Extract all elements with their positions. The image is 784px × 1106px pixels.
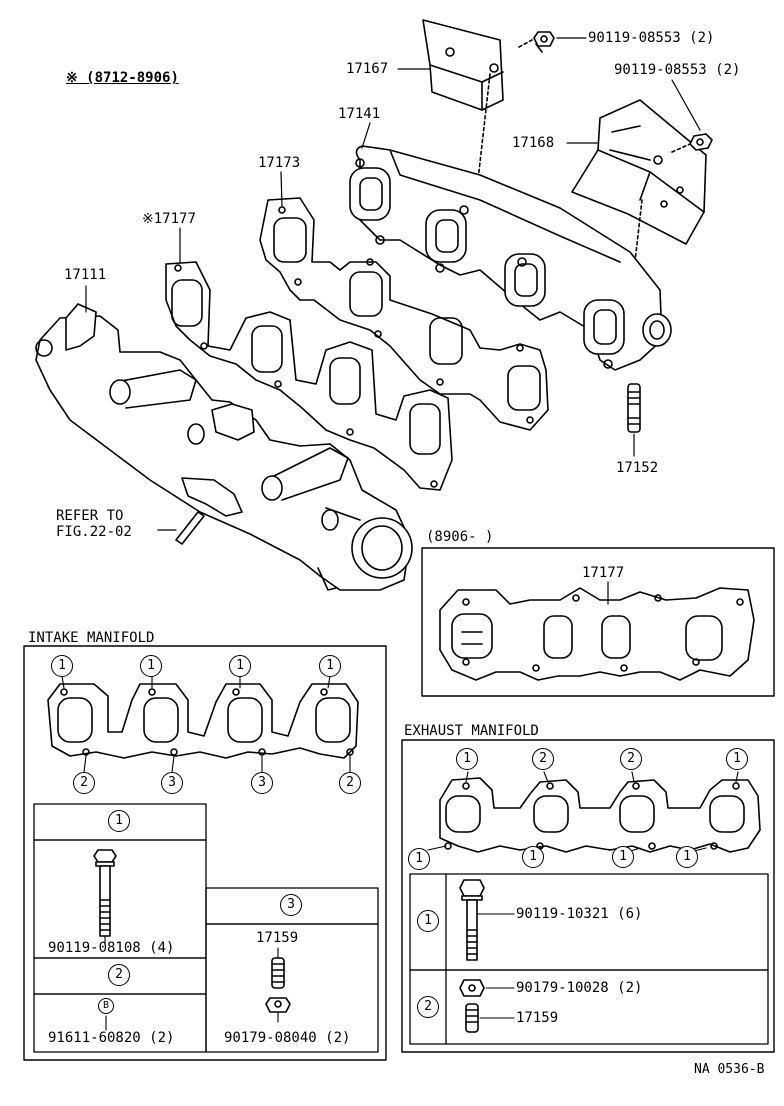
bolt-90119-08553-right: [689, 133, 713, 151]
exhaust-top-marker-4: 1: [726, 748, 748, 770]
exhaust-row2-marker: 2: [417, 996, 439, 1018]
intake-bottom-marker-2: 3: [161, 772, 183, 794]
exhaust-gasket-diagram: [427, 771, 761, 853]
intake-bottom-marker-4: 2: [339, 772, 361, 794]
label-17177-star: ※17177: [142, 211, 196, 227]
callout-leaders: [85, 37, 701, 531]
refer-to-line2: FIG.22-02: [56, 524, 132, 540]
intake-box1-marker: 1: [108, 810, 130, 832]
intake-box3-part-b: 90179-08040 (2): [224, 1030, 351, 1046]
label-17152: 17152: [616, 460, 659, 476]
intake-title: INTAKE MANIFOLD: [28, 630, 155, 646]
intake-bottom-marker-3: 3: [251, 772, 273, 794]
exhaust-bottom-marker-2: 1: [522, 846, 544, 868]
label-17167: 17167: [346, 61, 389, 77]
gasket-17177-new: [439, 581, 755, 681]
label-17177-new: 17177: [582, 565, 625, 581]
exhaust-bottom-marker-1: 1: [408, 848, 430, 870]
label-17141: 17141: [338, 106, 381, 122]
intake-box2-sub-marker: B: [98, 998, 114, 1014]
exhaust-box: [401, 739, 775, 1053]
exhaust-row2-part-a: 90179-10028 (2): [516, 980, 643, 996]
intake-stud-icon: [271, 947, 285, 989]
exhaust-row1-part: 90119-10321 (6): [516, 906, 643, 922]
intake-nut-icon: [265, 997, 291, 1023]
intake-box3-body: [205, 923, 379, 1053]
exhaust-row2: [409, 969, 769, 1045]
gasket-17173: [259, 197, 549, 431]
date-range-new: (8906- ): [426, 529, 494, 545]
heat-insulator-17168: [571, 99, 707, 245]
exhaust-bottom-marker-4: 1: [676, 846, 698, 868]
leader-dashed-2: [477, 73, 491, 181]
label-bolt-top1: 90119-08553 (2): [588, 30, 715, 46]
exhaust-row2-part-b: 17159: [516, 1010, 559, 1026]
intake-box1-part: 90119-08108 (4): [48, 940, 175, 956]
intake-box3-marker: 3: [280, 894, 302, 916]
exhaust-top-marker-2: 2: [532, 748, 554, 770]
exhaust-bolt-icon: [459, 879, 515, 961]
label-bolt-top2: 90119-08553 (2): [614, 62, 741, 78]
intake-top-marker-4: 1: [319, 655, 341, 677]
exhaust-bottom-marker-3: 1: [612, 846, 634, 868]
exhaust-top-marker-1: 1: [456, 748, 478, 770]
intake-gasket-diagram: [47, 675, 359, 773]
intake-top-marker-1: 1: [51, 655, 73, 677]
leader-dashed-1: [518, 39, 533, 48]
exhaust-top-marker-3: 2: [620, 748, 642, 770]
exhaust-row1-marker: 1: [417, 910, 439, 932]
heat-insulator-17167: [422, 19, 504, 111]
intake-bottom-marker-1: 2: [73, 772, 95, 794]
new-gasket-box: [421, 547, 775, 697]
exhaust-title: EXHAUST MANIFOLD: [404, 723, 539, 739]
intake-manifold-17111: [35, 303, 413, 591]
label-17111: 17111: [64, 267, 107, 283]
intake-top-marker-3: 1: [229, 655, 251, 677]
intake-bolt-icon: [93, 849, 117, 945]
intake-box3-part-a: 17159: [256, 930, 299, 946]
exhaust-manifold-17141: [349, 145, 672, 371]
intake-box2-part: 91611-60820 (2): [48, 1030, 175, 1046]
gasket-17177-old: [165, 261, 453, 491]
diagram-code: NA 0536-B: [694, 1062, 765, 1077]
label-17168: 17168: [512, 135, 555, 151]
pin-fig22: [175, 511, 205, 545]
exhaust-nut-icon: [459, 979, 515, 997]
stud-17152: [627, 383, 641, 433]
label-17173: 17173: [258, 155, 301, 171]
refer-to-line1: REFER TO: [56, 508, 124, 524]
intake-top-marker-2: 1: [140, 655, 162, 677]
intake-box: [23, 645, 387, 1061]
date-range-top: ※ (8712-8906): [66, 70, 179, 86]
intake-box2-marker: 2: [108, 964, 130, 986]
bolt-90119-08553-top: [533, 31, 555, 53]
exhaust-stud-icon: [465, 1003, 515, 1033]
